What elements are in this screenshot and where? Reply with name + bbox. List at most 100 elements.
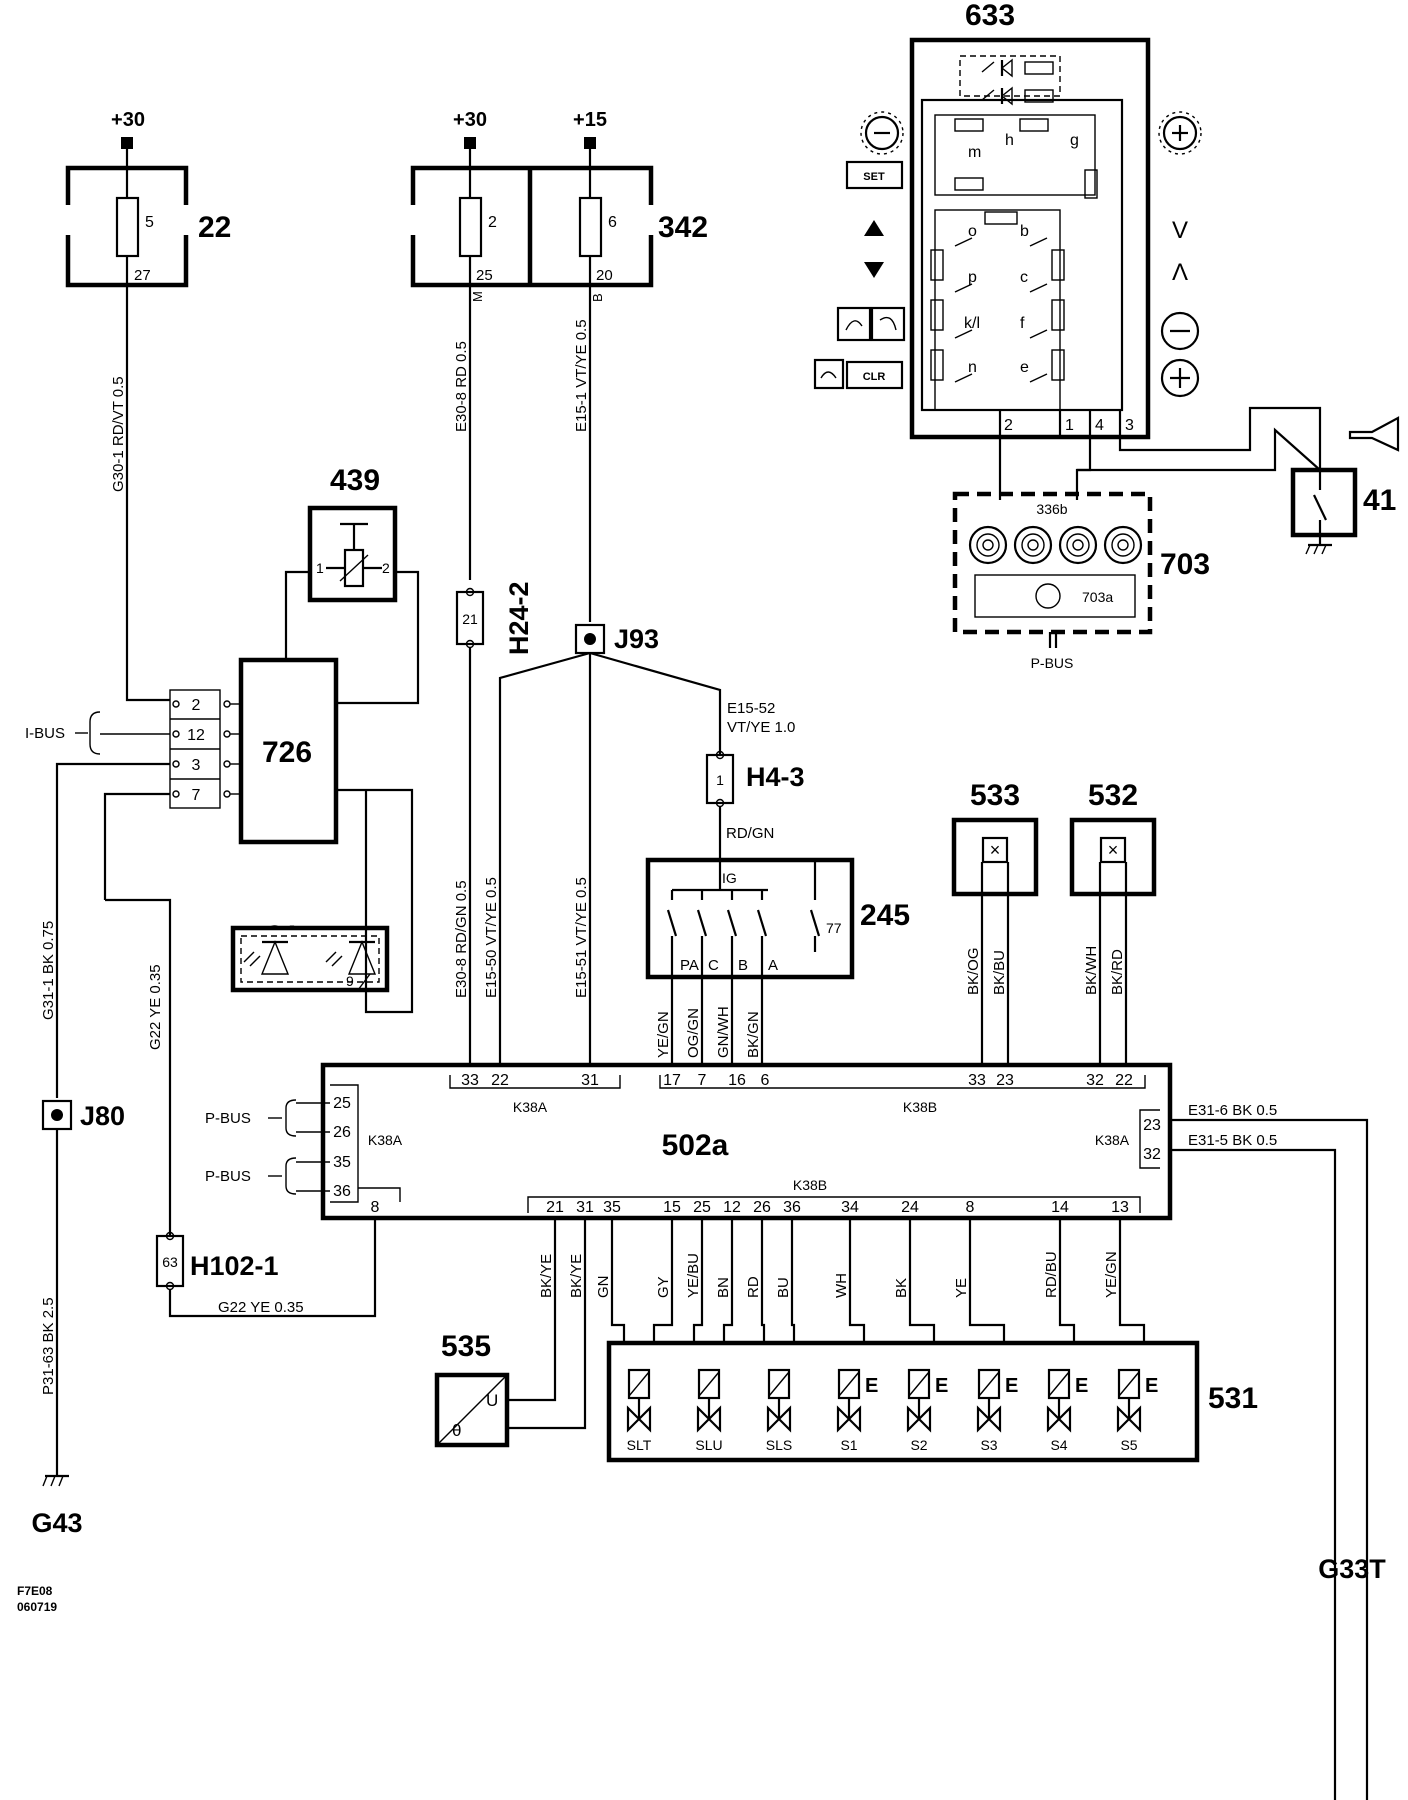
component-532: 532 × BK/WH BK/RD [1069, 779, 1157, 1065]
component-703: 703 336b 703a P-BUS [952, 491, 1210, 671]
pin-label: 16 [728, 1072, 746, 1089]
fuse-pin: 25 [476, 267, 493, 284]
pin-label: 12 [723, 1199, 741, 1216]
solenoid-label: S1 [840, 1437, 857, 1453]
spiral-icon [1058, 525, 1098, 565]
solenoid-s4: ES4 [1046, 1368, 1088, 1453]
pin-label: 4 [1095, 417, 1104, 434]
supply-label: +30 [453, 109, 487, 131]
component-245: 245 IG 77 PA C B A [645, 857, 910, 980]
solenoid-slu: SLU [695, 1368, 723, 1453]
arrow-up-icon [864, 220, 884, 236]
fuse-box-id: 342 [658, 211, 708, 244]
component-sub-id: 336b [1036, 501, 1067, 517]
pin-label: 2 [382, 560, 390, 576]
wire-label: E15-50 VT/YE 0.5 [483, 877, 500, 998]
component-id: 531 [1208, 1382, 1258, 1415]
wire-label: BK/BU [991, 950, 1008, 995]
wire-label: E15-1 VT/YE 0.5 [573, 319, 590, 432]
wire-531 [968, 1218, 1006, 1343]
wire-label: BK/YE [538, 1254, 555, 1298]
wire-531 [722, 1218, 734, 1343]
bus-label: P-BUS [205, 1110, 251, 1127]
ground-label: G43 [31, 1508, 82, 1538]
solenoid-s2: ES2 [906, 1368, 948, 1453]
pin-label: 15 [663, 1199, 681, 1216]
wire-label: GN [595, 1276, 612, 1299]
pin-label: 9 [346, 973, 354, 989]
component-439: 439 1 2 [307, 464, 398, 603]
wire-label: BN [715, 1277, 732, 1298]
wire-label: RD/GN [726, 825, 774, 842]
fuse-tag: B [590, 293, 605, 302]
bus-label: I-BUS [25, 725, 65, 742]
pin-label: 26 [333, 1124, 351, 1141]
fuse-tag: M [470, 291, 485, 302]
bus-label: P-BUS [1031, 655, 1074, 671]
increase-symbol: Λ [1172, 259, 1188, 286]
ground-g43: G43 [31, 1474, 83, 1538]
pin-label: 12 [187, 727, 205, 744]
wire-531 [760, 1218, 766, 1343]
arrow-down-icon [864, 262, 884, 278]
connector-id: J93 [614, 624, 659, 654]
horn-icon [1348, 416, 1400, 452]
component-id: 532 [1088, 779, 1138, 812]
pin-label: 22 [1115, 1072, 1133, 1089]
wire-label: E30-8 RD 0.5 [453, 341, 470, 432]
svg-text:×: × [990, 840, 1001, 860]
switch-letter: o [968, 223, 977, 240]
decrease-symbol: V [1172, 217, 1188, 244]
component-id: 502a [662, 1129, 729, 1162]
pbus-bracket-b: P-BUS [205, 1157, 330, 1195]
wire-531 [1058, 1218, 1076, 1343]
clear-label: CLR [863, 371, 886, 383]
pin-label: 3 [1125, 417, 1134, 434]
e-mark: E [935, 1375, 948, 1397]
fuse-number: 5 [145, 214, 154, 231]
wire-label: BU [775, 1277, 792, 1298]
bus-label: P-BUS [205, 1168, 251, 1185]
component-id: 41 [1363, 484, 1396, 517]
e-mark: E [865, 1375, 878, 1397]
pin-label: 17 [663, 1072, 681, 1089]
supply-label: +15 [573, 109, 607, 131]
connector-label: K38B [793, 1177, 827, 1193]
e-mark: E [1145, 1375, 1158, 1397]
pin-label: 2 [1004, 417, 1013, 434]
pin-label: 21 [462, 611, 478, 627]
wire-label: YE/GN [1103, 1251, 1120, 1298]
wire-g22 [105, 898, 172, 1236]
connector-726: 2 12 3 7 [169, 689, 241, 809]
pin-label: 13 [1111, 1199, 1129, 1216]
e-mark: E [1075, 1375, 1088, 1397]
supply-terminal-plus30-b: +30 [453, 109, 487, 149]
wire-label: E15-52 [727, 700, 775, 717]
wire-g30-1: G30-1 RD/VT 0.5 [110, 285, 170, 702]
connector-j93: J93 [574, 623, 659, 655]
wire-531 [692, 1218, 704, 1343]
pin-label: 2 [192, 697, 201, 714]
wire-label: BK/OG [965, 947, 982, 995]
wire-label: E31-6 BK 0.5 [1188, 1102, 1277, 1119]
wire-531 [790, 1218, 796, 1343]
wire-726-pin7 [103, 792, 170, 900]
wire-91-726 [336, 788, 414, 1014]
wire-label: BK/GN [745, 1011, 762, 1058]
connector-label: K38A [1095, 1132, 1130, 1148]
sensor-label: U [486, 1391, 498, 1410]
wire-531 [652, 1218, 674, 1343]
wire-label: BK/YE [568, 1254, 585, 1298]
switch-label: 77 [826, 920, 842, 936]
component-id: 439 [330, 464, 380, 497]
solenoid-label: SLU [695, 1437, 722, 1453]
wires-g33t: E31-6 BK 0.5 E31-5 BK 0.5 [1170, 1102, 1369, 1800]
connector-h102-1: 63 H102-1 [155, 1231, 279, 1291]
cruise-plus-icon [1158, 111, 1202, 155]
component-533: 533 × BK/OG BK/BU [951, 779, 1039, 1065]
resume-icon [836, 306, 906, 342]
pin-label: 35 [603, 1199, 621, 1216]
spiral-icon [968, 525, 1008, 565]
pin-label: 32 [1143, 1146, 1161, 1163]
